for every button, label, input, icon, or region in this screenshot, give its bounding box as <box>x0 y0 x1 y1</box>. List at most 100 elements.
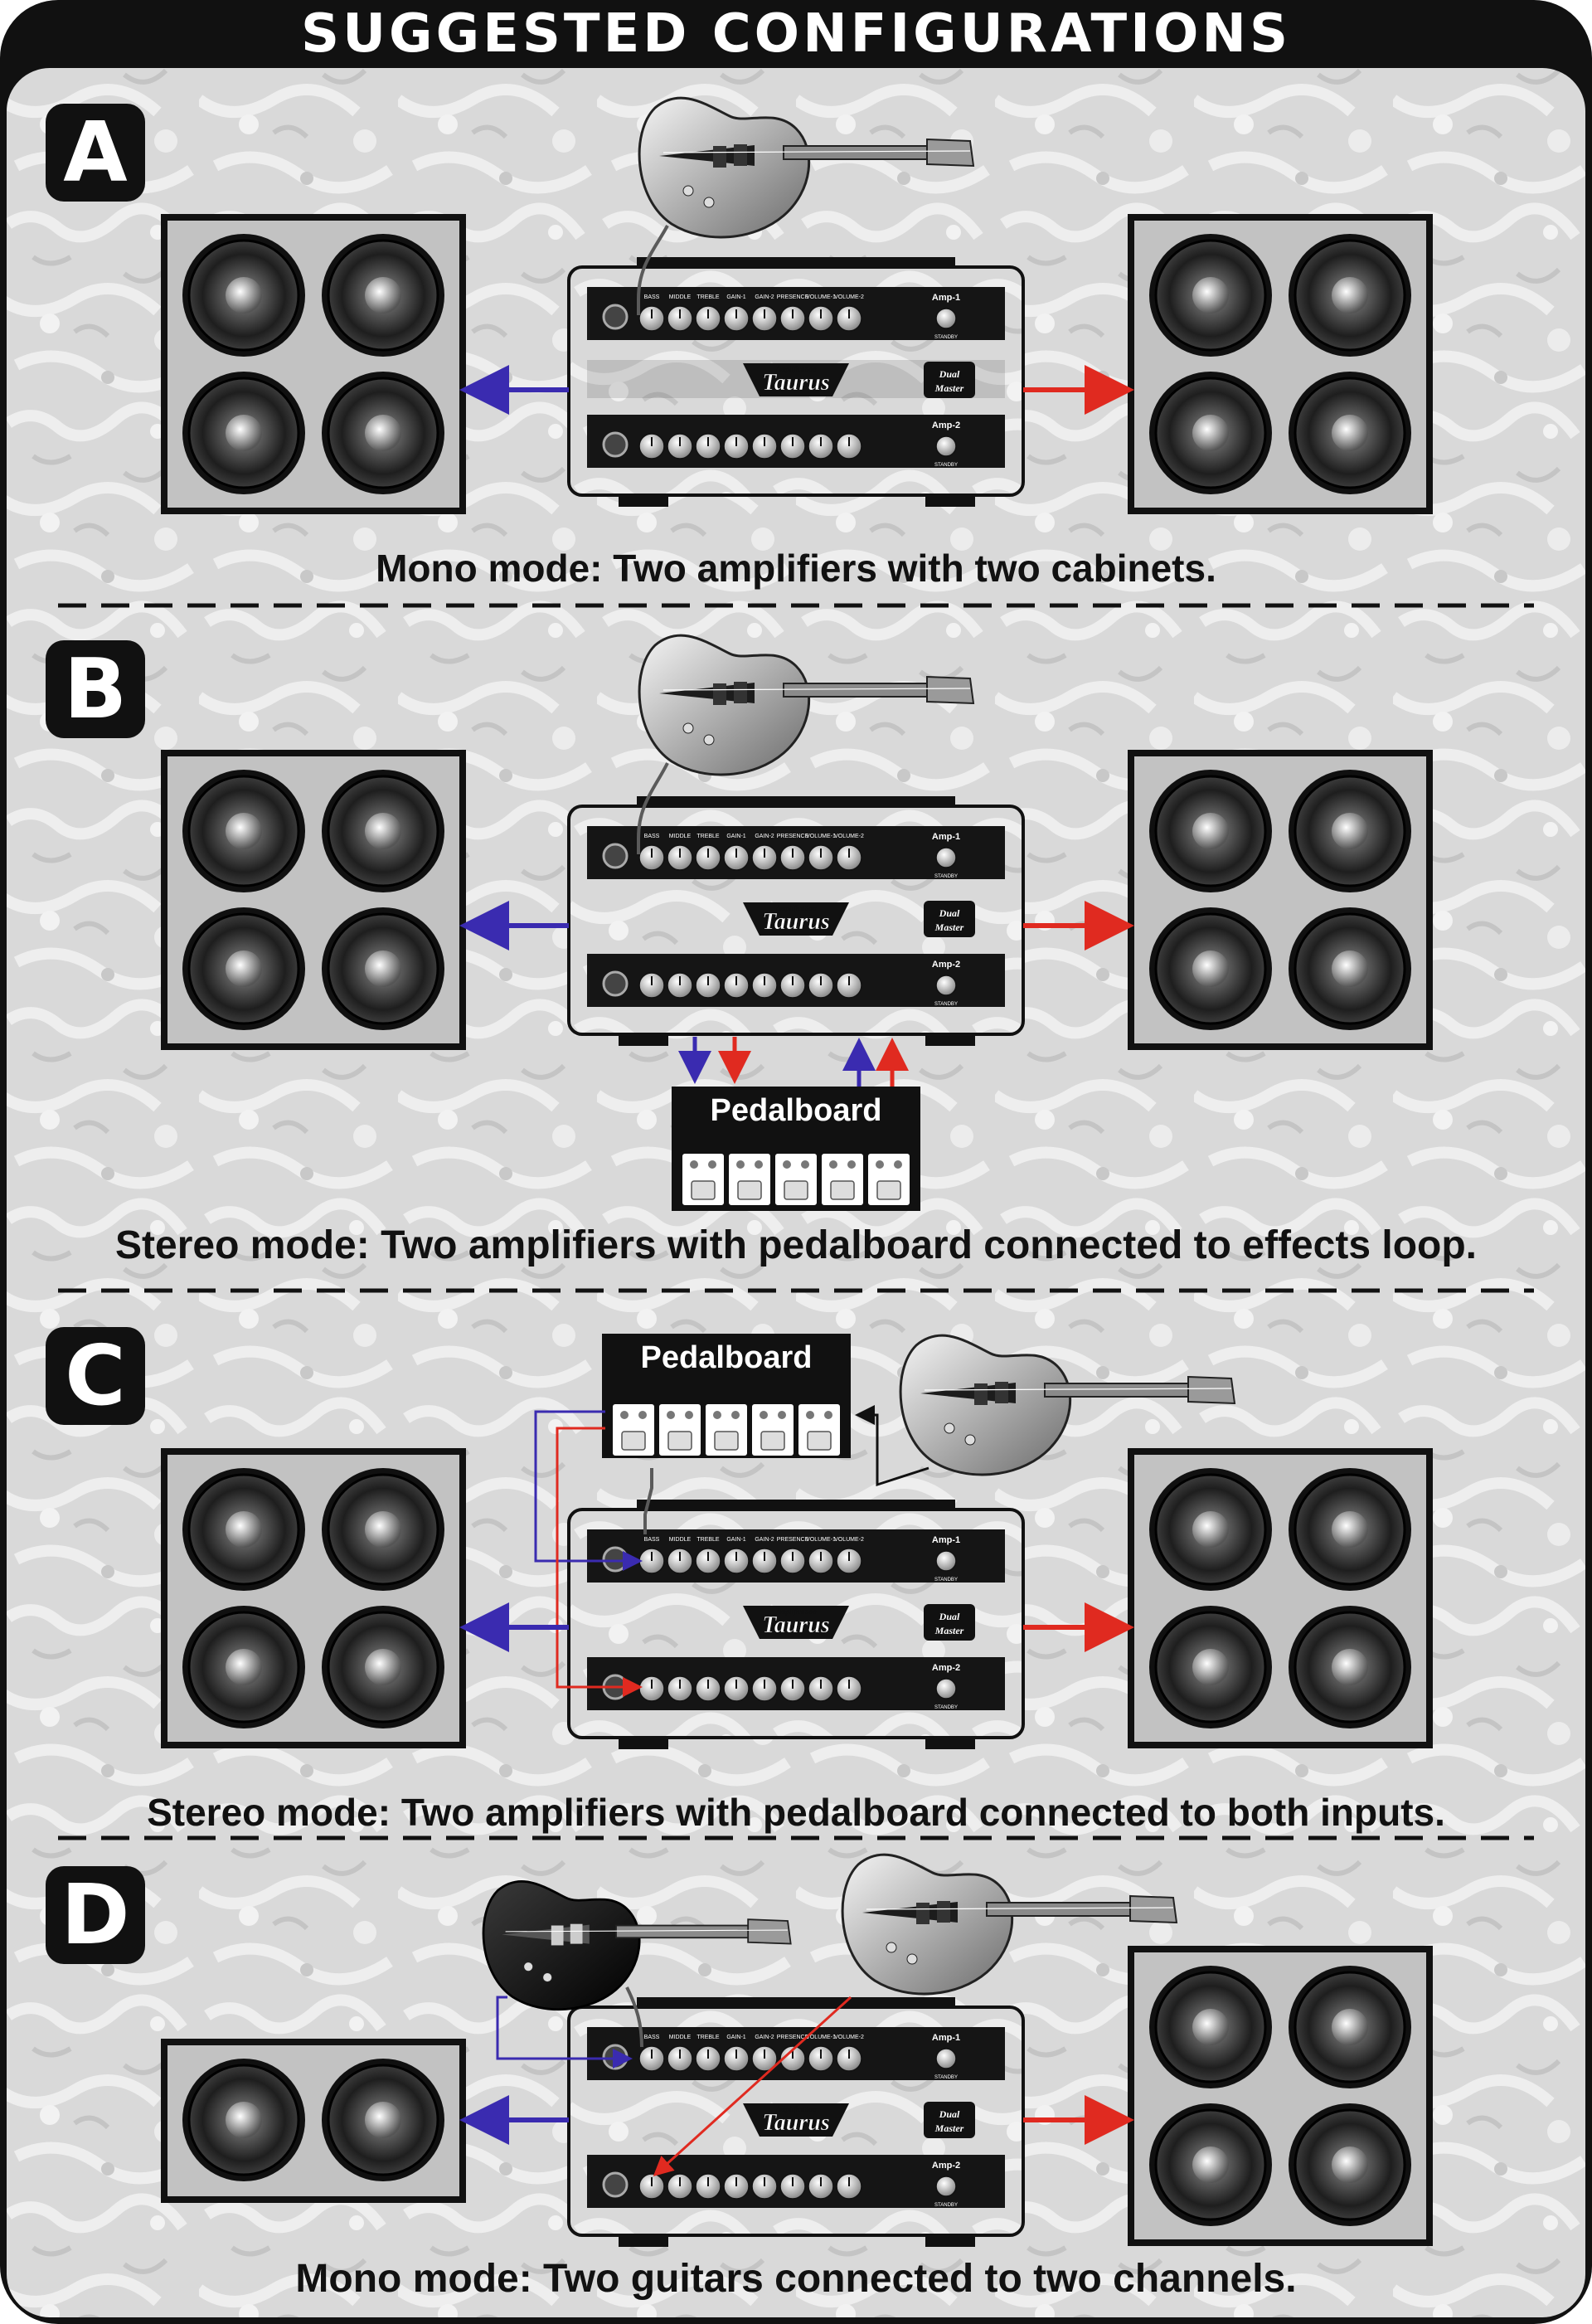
cabinet-right-a <box>1128 214 1433 514</box>
amp-standby-label: STANDBY <box>934 335 958 340</box>
guitar-black-d <box>482 1880 792 2011</box>
guitar-grey-c <box>899 1334 1236 1476</box>
amp-knob-label: VOLUME-1 <box>806 1537 836 1543</box>
cabinet-left-c <box>161 1448 466 1748</box>
amp-knob-label: VOLUME-2 <box>834 294 864 300</box>
amp-knob-label: GAIN-1 <box>726 834 745 839</box>
guitar-to-pedalboard-cable-c <box>855 1405 929 1487</box>
amp-standby-label: STANDBY <box>934 2075 958 2080</box>
amp-brand-small: Amplification <box>775 1607 817 1616</box>
badge-d <box>46 1866 145 1964</box>
amp-knob-label: BASS <box>644 834 660 839</box>
pedalboard-label-c: Pedalboard <box>640 1340 813 1375</box>
guitar-grey-b <box>638 634 975 776</box>
amp-model-line2: Master <box>934 382 964 394</box>
amp-channel1-label: Amp-1 <box>932 293 960 303</box>
cable-blue-input1-c <box>534 1410 643 1571</box>
cable-red-input2-c <box>556 1427 643 1697</box>
cabinet-left-d <box>161 2039 466 2203</box>
cabinet-left-a <box>161 214 466 514</box>
amp-model-line2: Master <box>934 2122 964 2134</box>
amp-knob-label: GAIN-1 <box>726 294 745 300</box>
amplifier-head-c: BASS MIDDLE TREBLE GAIN-1 GAIN-2 PRESENC… <box>567 1500 1025 1749</box>
amp-knob-label: BASS <box>644 2035 660 2040</box>
page-title: SUGGESTED CONFIGURATIONS <box>300 3 1292 65</box>
pedalboard-label-b: Pedalboard <box>710 1093 882 1128</box>
caption-d: Mono mode: Two guitars connected to two … <box>295 2257 1297 2301</box>
badge-b <box>46 640 145 738</box>
badge-c <box>46 1327 145 1425</box>
caption-b: Stereo mode: Two amplifiers with pedalbo… <box>115 1223 1477 1267</box>
pedalboard-to-amp-cable-c <box>643 1468 653 1534</box>
amp-channel2-label: Amp-2 <box>932 421 960 430</box>
amp-knob-label: PRESENCE <box>777 294 809 300</box>
amp-model-line1: Dual <box>939 907 960 919</box>
pedalboard-c <box>602 1334 851 1458</box>
amp-model-line1: Dual <box>939 2108 960 2120</box>
amp-knob-label: VOLUME-1 <box>806 834 836 839</box>
amp-model-line2: Master <box>934 921 964 933</box>
caption-c: Stereo mode: Two amplifiers with pedalbo… <box>147 1791 1445 1834</box>
amp-knob-label: GAIN-1 <box>726 1537 745 1543</box>
cabinet-right-d <box>1128 1946 1433 2246</box>
cabinet-right-c <box>1128 1448 1433 1748</box>
amp-standby-label: STANDBY <box>934 1578 958 1583</box>
badge-label-b: B <box>63 640 128 737</box>
amp-model-line1: Dual <box>939 1611 960 1622</box>
badge-label-c: C <box>65 1327 126 1424</box>
amp-brand-small: Amplification <box>775 904 817 912</box>
amp-knob-label: PRESENCE <box>777 2035 809 2040</box>
amp-channel1-label: Amp-1 <box>932 2033 960 2043</box>
badge-label-a: A <box>63 104 128 201</box>
amp-brand-logo: Taurus <box>762 909 830 935</box>
amp-knob-label: MIDDLE <box>669 1537 692 1543</box>
amp-knob-label: VOLUME-2 <box>834 834 864 839</box>
amp-knob-label: VOLUME-2 <box>834 1537 864 1543</box>
amp-channel1-label: Amp-1 <box>932 832 960 842</box>
cable-blue-input1-d <box>496 1996 633 2069</box>
amp-brand-logo: Taurus <box>762 1612 830 1638</box>
amp-knob-label: BASS <box>644 294 660 300</box>
amp-standby-label: STANDBY <box>934 463 958 468</box>
amp-knob-label: MIDDLE <box>669 294 692 300</box>
amp-standby-label: STANDBY <box>934 1002 958 1007</box>
amp-knob-label: VOLUME-1 <box>806 2035 836 2040</box>
amp-standby-label: STANDBY <box>934 2203 958 2208</box>
amplifier-head-d: BASS MIDDLE TREBLE GAIN-1 GAIN-2 PRESENC… <box>567 1997 1025 2247</box>
amp-knob-label: VOLUME-2 <box>834 2035 864 2040</box>
amp-model-line2: Master <box>934 1625 964 1636</box>
amp-knob-label: MIDDLE <box>669 834 692 839</box>
amplifier-head-b: BASS MIDDLE TREBLE GAIN-1 GAIN-2 PRESENC… <box>567 796 1025 1046</box>
caption-a: Mono mode: Two amplifiers with two cabin… <box>376 547 1216 590</box>
amp-knob-label: GAIN-2 <box>755 294 774 300</box>
amp-knob-label: PRESENCE <box>777 834 809 839</box>
amp-model-line1: Dual <box>939 368 960 380</box>
amp-brand-logo: Taurus <box>762 370 830 396</box>
amp-channel1-label: Amp-1 <box>932 1535 960 1545</box>
amp-brand-small: Amplification <box>775 2105 817 2113</box>
amp-channel2-label: Amp-2 <box>932 2161 960 2171</box>
amp-knob-label: TREBLE <box>696 2035 720 2040</box>
cabinet-right-b <box>1128 750 1433 1050</box>
amp-channel2-label: Amp-2 <box>932 1663 960 1673</box>
amp-standby-label: STANDBY <box>934 1705 958 1710</box>
amp-knob-label: TREBLE <box>696 294 720 300</box>
amp-standby-label: STANDBY <box>934 874 958 879</box>
amp-knob-label: GAIN-2 <box>755 2035 774 2040</box>
amplifier-head-a: BASS MIDDLE TREBLE GAIN-1 GAIN-2 PRESENC… <box>567 257 1025 507</box>
guitar-cable-b <box>637 762 669 854</box>
badge-a <box>46 104 145 202</box>
guitar-grey-d <box>841 1853 1178 1996</box>
amp-knob-label: MIDDLE <box>669 2035 692 2040</box>
amp-brand-logo: Taurus <box>762 2110 830 2136</box>
amp-knob-label: GAIN-1 <box>726 2035 745 2040</box>
pedalboard-b <box>672 1087 920 1211</box>
amp-channel2-label: Amp-2 <box>932 960 960 970</box>
amp-knob-label: PRESENCE <box>777 1537 809 1543</box>
badge-label-d: D <box>61 1866 130 1963</box>
amp-brand-small: Amplification <box>775 365 817 373</box>
amp-knob-label: GAIN-2 <box>755 1537 774 1543</box>
guitar-cable-a <box>637 225 669 315</box>
